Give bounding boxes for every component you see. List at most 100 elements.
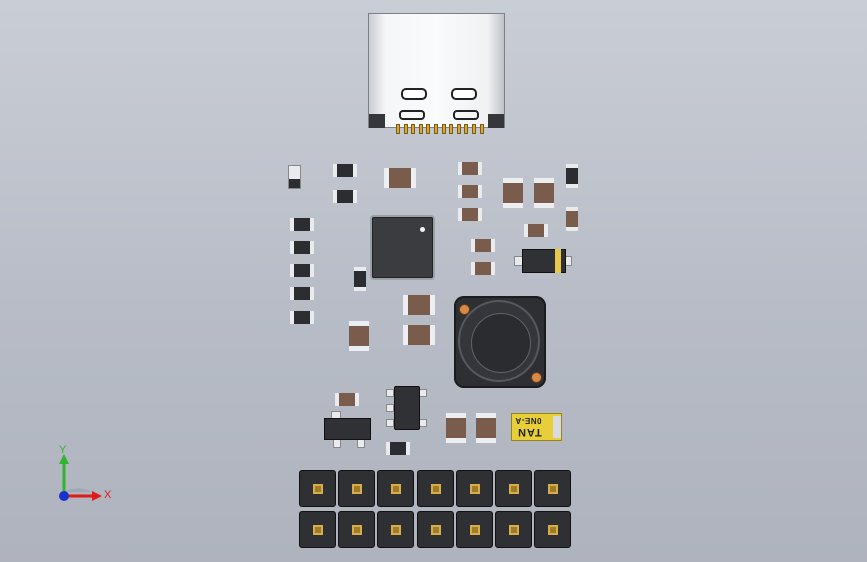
header-pin xyxy=(509,525,519,535)
capacitor-c15[interactable] xyxy=(446,413,466,443)
resistor-r9[interactable] xyxy=(566,164,578,188)
diode-cathode-band xyxy=(555,249,561,273)
pin1-dot xyxy=(420,227,425,232)
capacitor-c11[interactable] xyxy=(403,295,435,315)
tantalum-capacitor[interactable]: 0NE-A TAN xyxy=(511,413,562,441)
led[interactable] xyxy=(288,165,301,189)
sot235-lead-5 xyxy=(419,419,427,427)
sot235-lead-1 xyxy=(386,389,394,397)
usb-pin xyxy=(403,124,408,134)
header-pin-cell xyxy=(299,511,336,548)
power-inductor[interactable] xyxy=(454,296,546,388)
header-pin xyxy=(469,484,480,494)
tantalum-anode xyxy=(553,416,561,438)
capacitor-c3[interactable] xyxy=(458,185,482,198)
header-pin xyxy=(548,484,559,494)
resistor-r2[interactable] xyxy=(333,190,357,203)
header-pin-cell xyxy=(495,511,532,548)
axes-arc xyxy=(64,488,92,492)
usb-slot-left xyxy=(401,88,427,100)
header-pin xyxy=(430,525,441,535)
usb-foot-right xyxy=(488,114,504,128)
capacitor-c12[interactable] xyxy=(403,325,435,345)
pin-header-2x7[interactable] xyxy=(299,470,573,550)
header-pin-cell xyxy=(377,511,415,548)
usb-pin xyxy=(456,124,461,134)
resistor-r5[interactable] xyxy=(290,264,314,277)
usb-pin xyxy=(411,124,416,134)
header-pin xyxy=(313,525,323,535)
header-pin xyxy=(391,484,402,494)
usb-pin xyxy=(464,124,469,134)
usb-foot-left xyxy=(369,114,385,128)
capacitor-c16[interactable] xyxy=(476,413,496,443)
usb-pin xyxy=(449,124,454,134)
resistor-r1[interactable] xyxy=(333,164,357,177)
header-pin-cell xyxy=(338,470,376,507)
usb-pin xyxy=(441,124,446,134)
capacitor-c13[interactable] xyxy=(349,321,369,351)
header-pin xyxy=(391,525,402,535)
usb-pin xyxy=(418,124,423,134)
x-axis-arrow xyxy=(92,491,102,501)
header-pin-cell xyxy=(338,511,376,548)
header-pin-cell xyxy=(299,470,336,507)
qfn-ic[interactable] xyxy=(372,217,433,278)
capacitor-c2[interactable] xyxy=(458,162,482,175)
usb-c-connector[interactable] xyxy=(368,13,505,128)
capacitor-c7[interactable] xyxy=(566,207,578,231)
header-pin xyxy=(469,525,480,535)
capacitor-c5[interactable] xyxy=(503,178,523,208)
sot235-lead-3 xyxy=(386,419,394,427)
header-pin xyxy=(509,484,519,494)
header-pin-cell xyxy=(416,511,454,548)
usb-slot-right xyxy=(451,88,477,100)
header-pin xyxy=(352,525,363,535)
header-pin-cell xyxy=(534,470,572,507)
sot235-lead-4 xyxy=(419,389,427,397)
usb-tab-right xyxy=(453,110,479,120)
header-pin-cell xyxy=(455,511,493,548)
header-pin xyxy=(352,484,363,494)
usb-pin xyxy=(479,124,484,134)
header-pin-cell xyxy=(416,470,454,507)
tantalum-marking-main: TAN xyxy=(517,426,542,438)
capacitor-c8[interactable] xyxy=(524,224,548,237)
tantalum-marking-top: 0NE-A xyxy=(515,416,542,425)
header-pin xyxy=(430,484,441,494)
header-pin-cell xyxy=(455,470,493,507)
usb-tab-left xyxy=(399,110,425,120)
voltage-regulator[interactable] xyxy=(394,386,420,430)
inductor-core xyxy=(471,313,531,373)
capacitor-c6[interactable] xyxy=(534,178,554,208)
resistor-r10[interactable] xyxy=(386,442,410,455)
resistor-r4[interactable] xyxy=(290,241,314,254)
y-axis-arrow xyxy=(59,454,69,464)
usb-pin xyxy=(472,124,476,134)
x-axis-label: X xyxy=(104,489,112,501)
resistor-r7[interactable] xyxy=(290,311,314,324)
sot235-lead-2 xyxy=(386,404,394,412)
header-pin-cell xyxy=(534,511,572,548)
usb-pin xyxy=(426,124,431,134)
coordinate-axes: Y X xyxy=(59,444,112,501)
usb-pin xyxy=(396,124,400,134)
inductor-pad-2 xyxy=(531,372,542,383)
y-axis-label: Y xyxy=(59,444,67,456)
capacitor-c10[interactable] xyxy=(471,262,495,275)
capacitor-c14[interactable] xyxy=(335,393,359,406)
origin-point xyxy=(59,491,69,501)
resistor-r3[interactable] xyxy=(290,218,314,231)
resistor-r6[interactable] xyxy=(290,287,314,300)
capacitor-c9[interactable] xyxy=(471,239,495,252)
capacitor-c1[interactable] xyxy=(384,168,416,188)
header-pin-cell xyxy=(377,470,415,507)
header-pin xyxy=(313,484,323,494)
header-pin-cell xyxy=(495,470,532,507)
usb-pin xyxy=(434,124,438,134)
sot23-transistor[interactable] xyxy=(324,418,371,440)
inductor-pad-1 xyxy=(459,304,470,315)
resistor-r8[interactable] xyxy=(354,267,366,291)
capacitor-c4[interactable] xyxy=(458,208,482,221)
